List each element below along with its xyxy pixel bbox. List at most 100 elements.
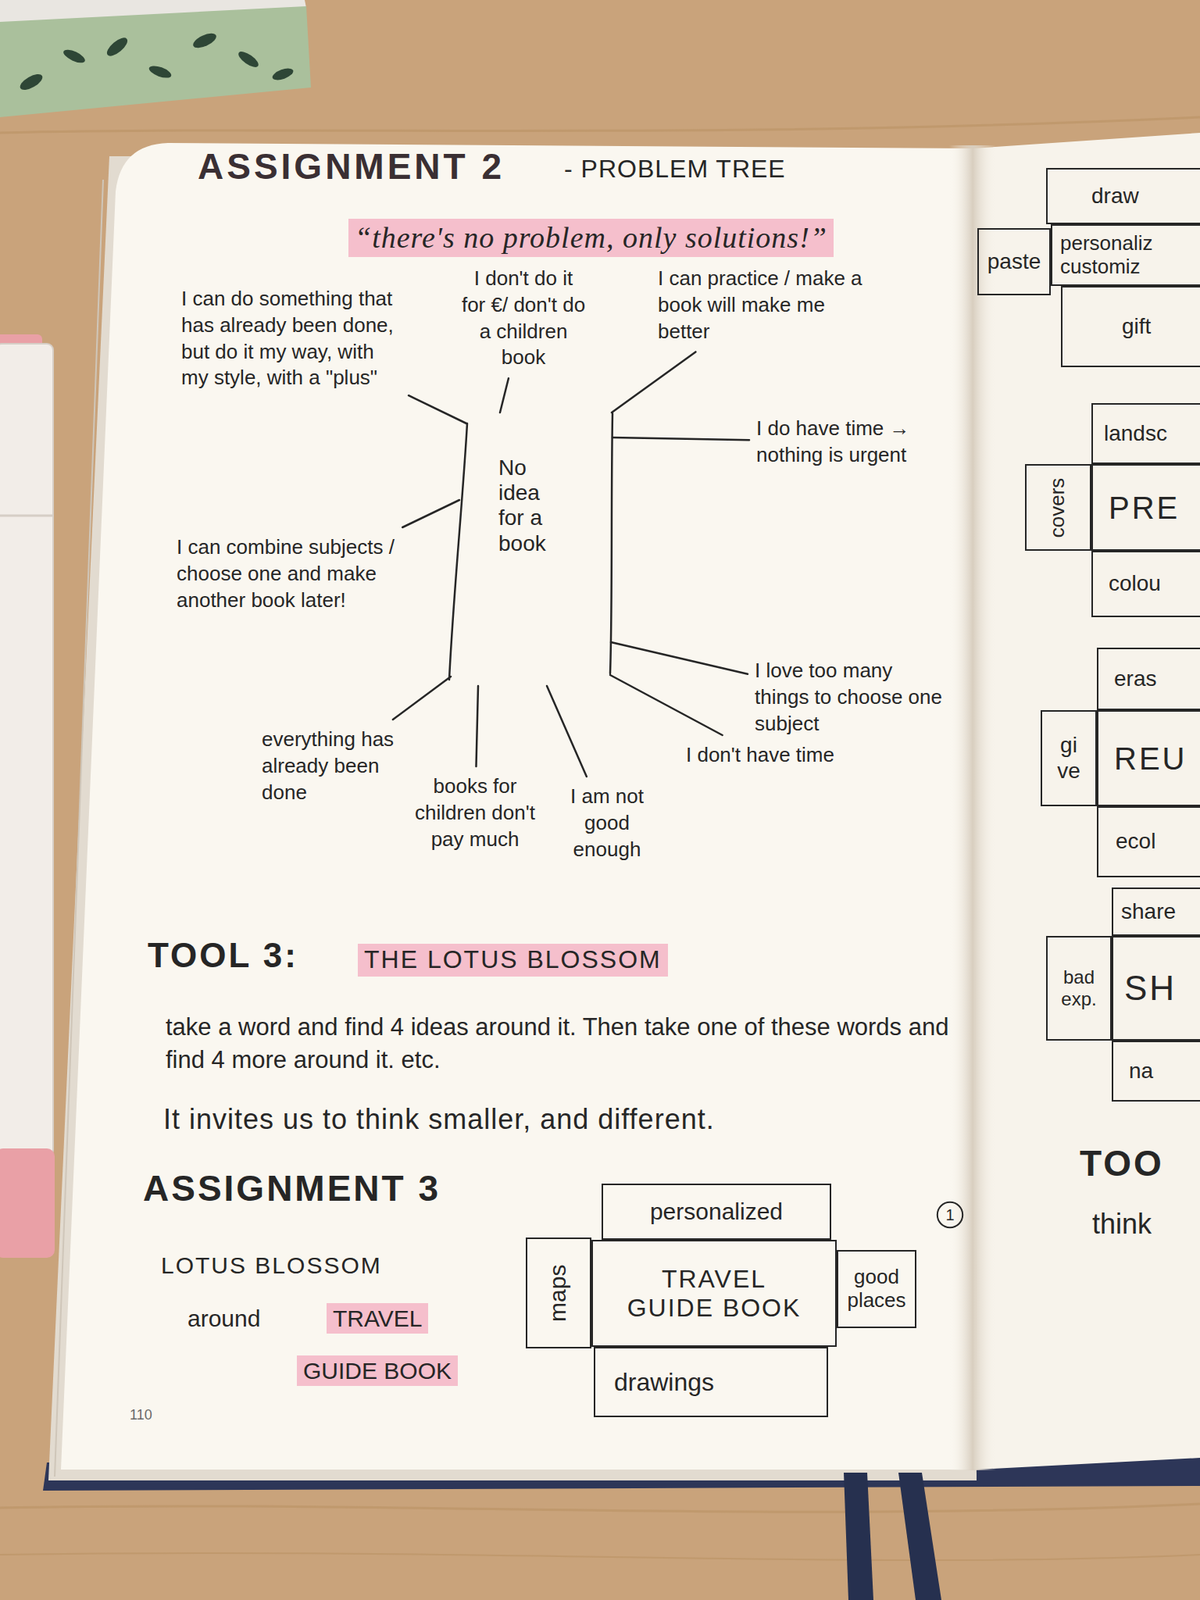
node-text: draw [1091,183,1140,209]
lotus-center-box: SH [1111,935,1200,1041]
node-text: landsc [1103,421,1168,447]
ribbon [843,1472,874,1600]
lotus-center-box: REU [1096,710,1200,807]
node-text: maps [545,1264,573,1322]
node-text: covers [1046,477,1071,538]
leaf [147,63,173,81]
branch-note: everything has already been done [261,726,399,806]
quote: “there's no problem, only solutions!” [348,218,834,258]
tree-branch [402,500,460,528]
callout-circle: 1 [935,1200,965,1229]
tool-name: THE LOTUS BLOSSOM [357,943,668,977]
node-text: personalized [650,1198,783,1226]
node-text: ecol [1115,828,1156,854]
heading: ASSIGNMENT 3 [142,1165,441,1213]
highlight-word: GUIDE BOOK [296,1355,458,1386]
lotus-box: share [1111,887,1200,936]
lotus-box: colou [1091,550,1200,618]
tree-branch [546,685,587,777]
lotus-center-box: TRAVEL GUIDE BOOK [591,1239,837,1347]
node-text: share [1121,899,1176,925]
tree-branch [611,351,696,413]
tree-branch [500,378,509,413]
ribbon [898,1472,942,1600]
branch-note: I do have time → nothing is urgent [756,415,961,469]
marker-body [0,343,54,1157]
node-text: SH [1124,968,1177,1009]
lotus-center-box: personaliz customiz [1050,224,1200,286]
leaf [61,46,87,66]
branch-note: I don't do it for €/ don't do a children… [460,265,586,372]
lotus-box: draw [1046,167,1200,225]
node-text: gi ve [1053,732,1085,783]
left-page [60,142,977,1470]
branch-note: I can combine subjects / choose one and … [176,534,435,614]
note: take a word and find 4 ideas around it. … [165,1010,967,1077]
heading: - PROBLEM TREE [564,153,786,186]
trunk-line [610,413,613,674]
node-text: eras [1114,666,1157,692]
right-page [972,132,1200,1470]
tree-branch [610,675,723,736]
pen-leaves [17,30,296,93]
marker-cap [0,1148,55,1258]
node-text: paste [987,249,1042,275]
note: think [1092,1206,1152,1243]
leaf [17,71,46,93]
leaf [235,48,261,70]
leaf [103,34,131,59]
lotus-center-box: PRE [1091,464,1200,551]
node-text: REU [1114,740,1187,777]
branch-note: books for children don't pay much [404,773,546,853]
wood-grain [0,1503,1200,1512]
tree-branch [612,437,750,440]
leaf [191,30,219,51]
node-text: bad exp. [1051,966,1107,1010]
branch-note: I don't have time [685,742,835,769]
note: around [187,1303,261,1334]
tree-branch [610,642,748,675]
wood-grain [0,1553,1200,1561]
tree-branch [475,685,479,767]
lotus-box: bad exp. [1046,935,1112,1041]
lotus-box: covers [1025,464,1092,551]
trunk-line [449,423,468,680]
leaf [271,66,295,83]
node-text: colou [1108,571,1161,597]
node-text: TRAVEL GUIDE BOOK [616,1264,812,1323]
branch-note: I love too many things to choose one sub… [754,657,943,737]
node-text: No idea for a book [498,455,569,557]
tree-branch [392,676,451,720]
title: ASSIGNMENT 2 [197,143,505,191]
gutter-shade [949,145,997,1471]
node-text: drawings [614,1367,715,1397]
node-text: na [1128,1058,1154,1084]
branch-note: I can do something that has already been… [181,285,402,392]
tool-heading: TOOL 3: [147,932,299,978]
lotus-box: good places [836,1250,917,1329]
tool-heading: TOO [1079,1140,1165,1188]
lotus-box: maps [525,1237,592,1349]
marker-ring [0,514,54,518]
lotus-box: na [1111,1040,1200,1102]
lotus-box: gi ve [1040,710,1097,807]
node-text: 1 [945,1206,954,1225]
lotus-box: eras [1096,647,1200,711]
branch-note: I am not good enough [556,783,658,863]
node-text: good places [841,1265,912,1313]
lotus-box: gift [1060,285,1200,368]
note: LOTUS BLOSSOM [160,1250,383,1281]
page-number: 110 [129,1406,153,1425]
lotus-box: drawings [593,1346,829,1418]
lotus-box: ecol [1096,806,1200,878]
node-text: personaliz customiz [1060,232,1178,279]
lotus-box: paste [977,228,1051,296]
lotus-box: personalized [601,1183,832,1240]
tree-trunk: No idea for a book [445,410,619,686]
circle-line [937,1202,963,1228]
wood-grain [0,117,1200,133]
tree-branch [408,395,467,424]
node-text: PRE [1108,489,1180,526]
branch-note: I can practice / make a book will make m… [657,265,863,345]
